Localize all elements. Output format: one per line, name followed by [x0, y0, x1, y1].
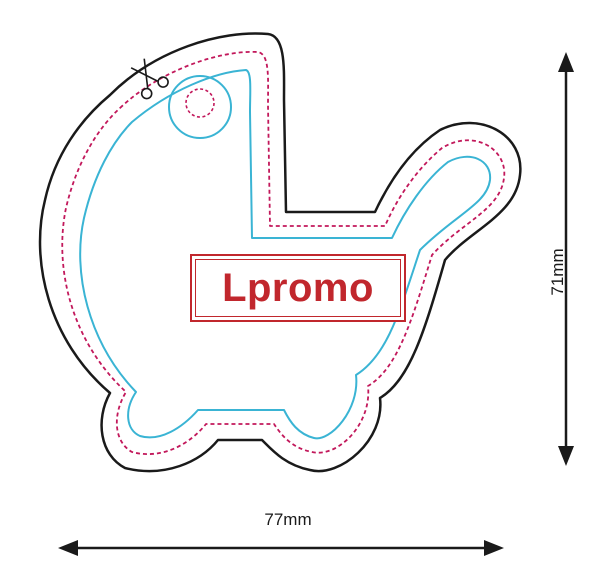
- hanging-hole-outer: [168, 75, 232, 139]
- scissors-blade-left: [143, 58, 149, 89]
- width-dimension-label: 77mm: [264, 510, 312, 529]
- height-arrow-head-top: [558, 52, 574, 72]
- width-dimension-arrow: [58, 540, 504, 556]
- width-arrow-head-right: [484, 540, 504, 556]
- scissors-blade-right: [130, 67, 158, 82]
- scissors-icon: [130, 58, 169, 100]
- height-arrow-head-bottom: [558, 446, 574, 466]
- print-line: [79, 69, 492, 440]
- width-arrow-head-left: [58, 540, 78, 556]
- scissors-loop-left: [140, 87, 153, 100]
- cut-line: [38, 32, 522, 473]
- height-dimension-label: 71mm: [548, 248, 567, 296]
- logo-text: Lpromo: [222, 265, 374, 310]
- height-dimension-arrow: [558, 52, 574, 466]
- scissors-loop-right: [157, 76, 169, 88]
- hanging-hole-inner: [185, 88, 215, 118]
- logo-box: Lpromo: [190, 254, 406, 322]
